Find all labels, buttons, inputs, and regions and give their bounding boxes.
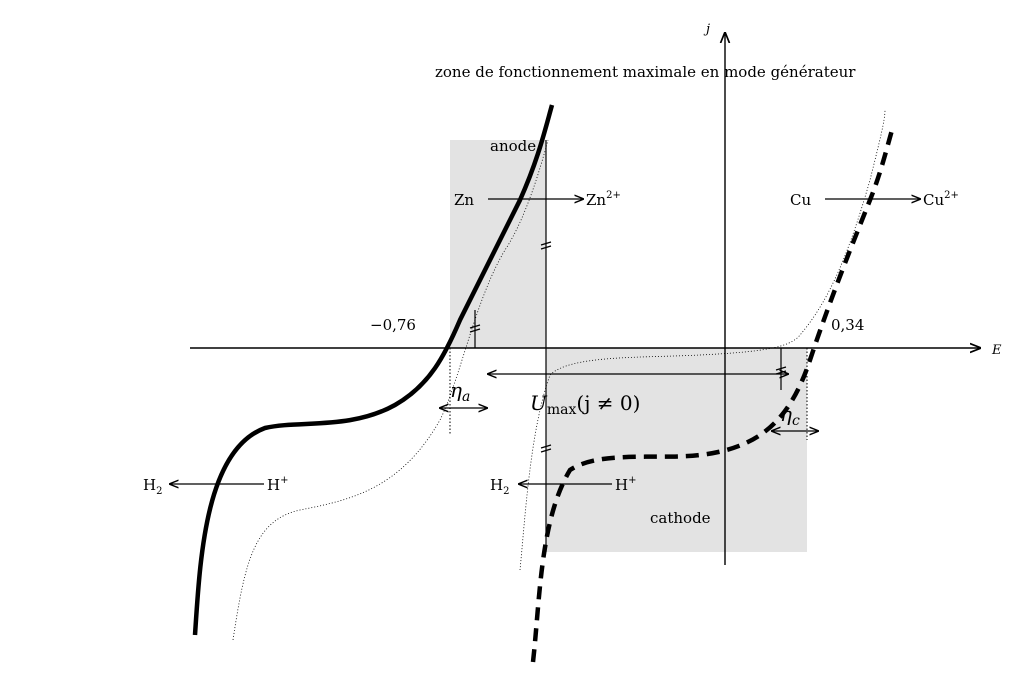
copper-curve bbox=[530, 129, 895, 663]
zn-product-label: Zn2+ bbox=[586, 190, 621, 209]
zinc-curve bbox=[192, 104, 555, 636]
cathode-zone bbox=[546, 348, 807, 552]
anode-label: anode bbox=[490, 137, 536, 155]
h2-product-label-1: H2 bbox=[143, 476, 162, 497]
hplus-reactant-label-1: H+ bbox=[267, 475, 288, 494]
h2-product-label-2: H2 bbox=[490, 476, 509, 497]
hplus-reactant-label-2: H+ bbox=[615, 475, 636, 494]
eta-c-label: ηc bbox=[780, 402, 800, 429]
eta-a-label: ηa bbox=[450, 378, 470, 405]
cu-reactant-label: Cu bbox=[790, 191, 811, 209]
copper-dotted-curve bbox=[519, 109, 886, 571]
umax-label: Umax(j ≠ 0) bbox=[530, 391, 640, 418]
zn-reactant-label: Zn bbox=[454, 191, 474, 209]
cu-potential-label: 0,34 bbox=[831, 316, 864, 334]
cathode-label: cathode bbox=[650, 509, 711, 527]
y-axis-label: j bbox=[703, 22, 710, 37]
diagram-title: zone de fonctionnement maximale en mode … bbox=[435, 63, 856, 81]
x-axis-label: E bbox=[991, 343, 1002, 358]
cu-product-label: Cu2+ bbox=[923, 190, 959, 209]
zn-potential-label: −0,76 bbox=[370, 316, 416, 334]
